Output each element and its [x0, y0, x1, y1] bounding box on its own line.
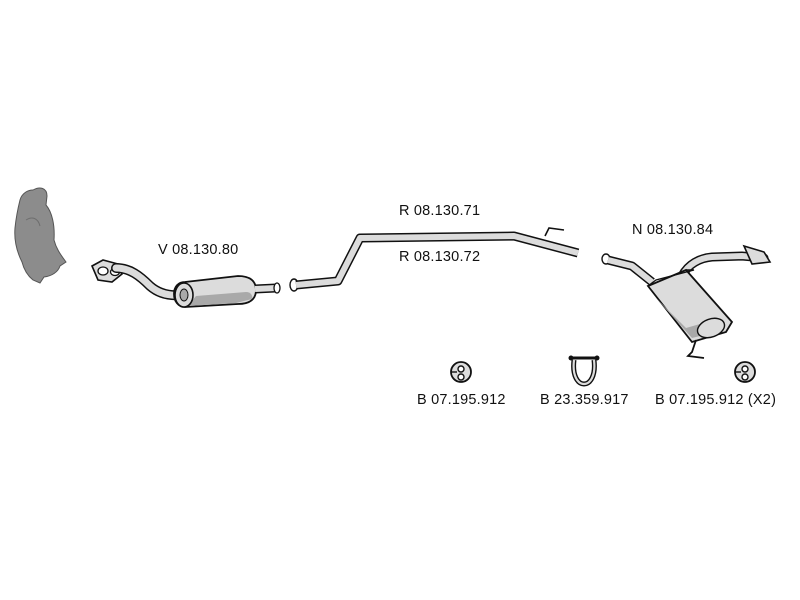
label-front-section: V 08.130.80: [158, 242, 239, 258]
rubber-hanger-icon-left: [450, 361, 472, 383]
front-section-part: [90, 259, 281, 308]
rubber-hanger-icon-right: [734, 361, 756, 383]
label-middle-pipe-b: R 08.130.72: [399, 249, 481, 265]
label-middle-pipe-a: R 08.130.71: [399, 203, 481, 219]
label-clamp-center: B 23.359.917: [540, 392, 629, 408]
label-clamp-left: B 07.195.912: [417, 392, 506, 408]
middle-pipe-part: [289, 227, 580, 292]
label-clamp-right: B 07.195.912 (X2): [655, 392, 777, 408]
u-bolt-clamp-icon: [568, 355, 600, 387]
catalytic-converter: [173, 275, 257, 308]
silencer-box: [646, 268, 734, 344]
vehicle-silhouette-icon: [14, 187, 67, 284]
rear-silencer-part: [601, 244, 772, 359]
label-rear-silencer: N 08.130.84: [632, 222, 714, 238]
